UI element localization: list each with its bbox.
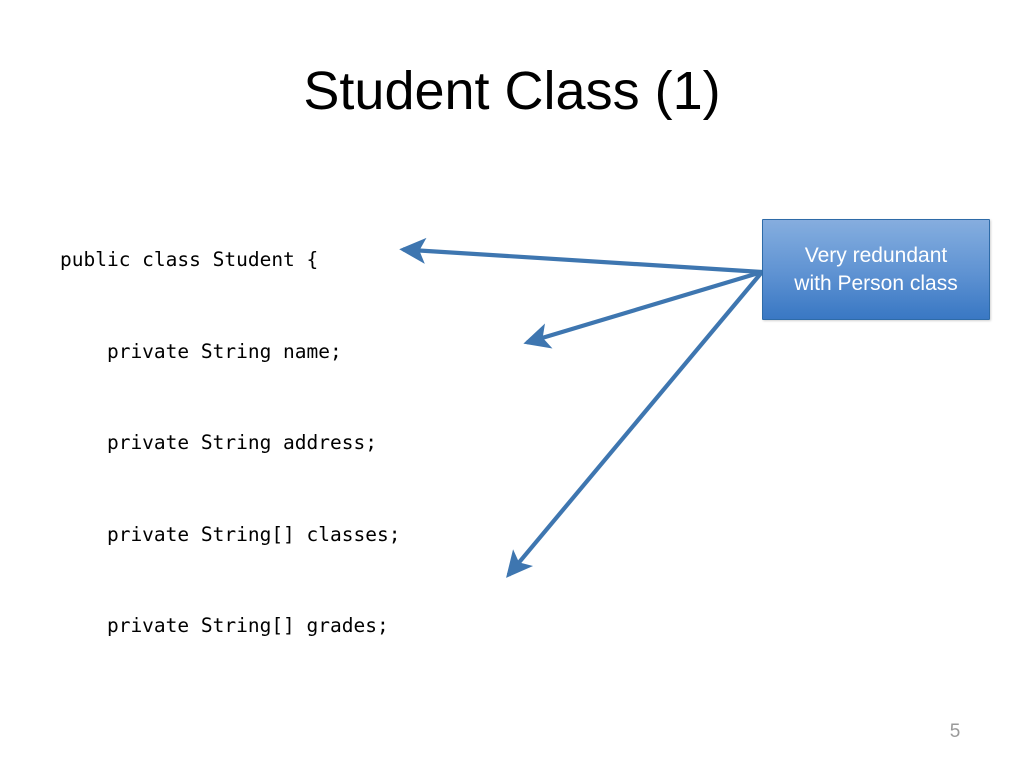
page-number: 5	[949, 721, 961, 742]
code-line: private String[] grades;	[60, 614, 389, 637]
code-line-blank	[60, 703, 635, 734]
callout-line-2: with Person class	[794, 271, 958, 295]
code-line: private String[] classes;	[60, 522, 401, 546]
code-block: public class Student { private String na…	[60, 184, 635, 768]
code-line: private String name;	[60, 339, 342, 363]
callout-box-redundancy[interactable]: Very redundant with Person class	[762, 219, 990, 320]
callout-line-1: Very redundant	[804, 243, 948, 267]
code-line: public class Student {	[60, 248, 319, 271]
page-title: Student Class (1)	[303, 61, 721, 121]
code-line: private String address;	[60, 431, 377, 454]
